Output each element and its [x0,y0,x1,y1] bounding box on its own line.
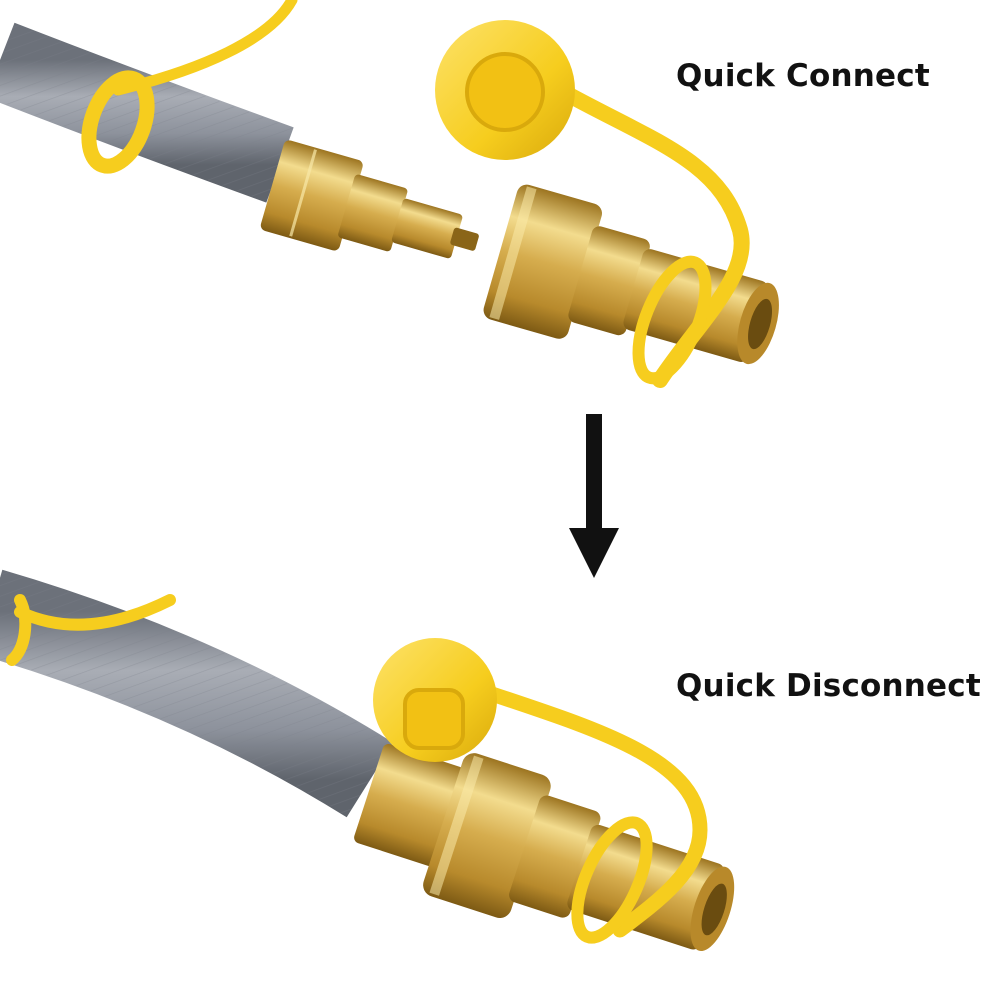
quick-disconnect-label: Quick Disconnect [676,668,981,704]
top-hose-tether-strap [81,0,298,174]
top-male-plug-fitting [260,140,479,259]
connected-before-assembly [0,0,779,388]
bottom-gas-hose [0,569,394,818]
quick-connect-label: Quick Connect [676,58,930,94]
down-arrow-icon [569,414,619,578]
top-gas-hose [0,22,294,203]
connected-after-assembly [0,569,735,952]
top-female-socket-fitting [483,184,779,365]
bottom-yellow-dust-cap [373,638,708,944]
bottom-hose-tether-strap [6,594,176,666]
bottom-coupled-fitting [354,743,735,952]
top-yellow-dust-cap [435,20,750,388]
